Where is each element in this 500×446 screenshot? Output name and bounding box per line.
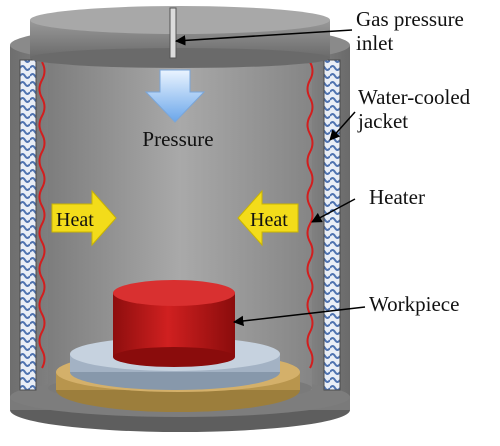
pressure-arrow (144, 69, 206, 123)
jacket-label-line1: Water-cooled (358, 85, 471, 109)
heater-leader (311, 198, 356, 223)
heat-arrow-right (237, 189, 299, 247)
gas-inlet-label-line2: inlet (356, 31, 393, 55)
gas-inlet-label-line1: Gas pressure (356, 7, 464, 31)
heat-left-label: Heat (56, 209, 94, 231)
gas-inlet-leader (174, 29, 353, 46)
pressure-label: Pressure (142, 127, 213, 151)
jacket-label-line2: jacket (357, 109, 408, 133)
vessel-lid (30, 6, 330, 68)
workpiece-leader (232, 306, 366, 327)
heater-label: Heater (369, 185, 425, 209)
water-cooled-jacket (19, 59, 341, 391)
jacket-leader (329, 111, 356, 141)
gas-inlet-port (169, 7, 177, 59)
workpiece-cylinder (113, 280, 235, 367)
workpiece-label: Workpiece (369, 292, 459, 316)
heat-arrow-left (51, 189, 117, 247)
heat-right-label: Heat (250, 209, 288, 231)
